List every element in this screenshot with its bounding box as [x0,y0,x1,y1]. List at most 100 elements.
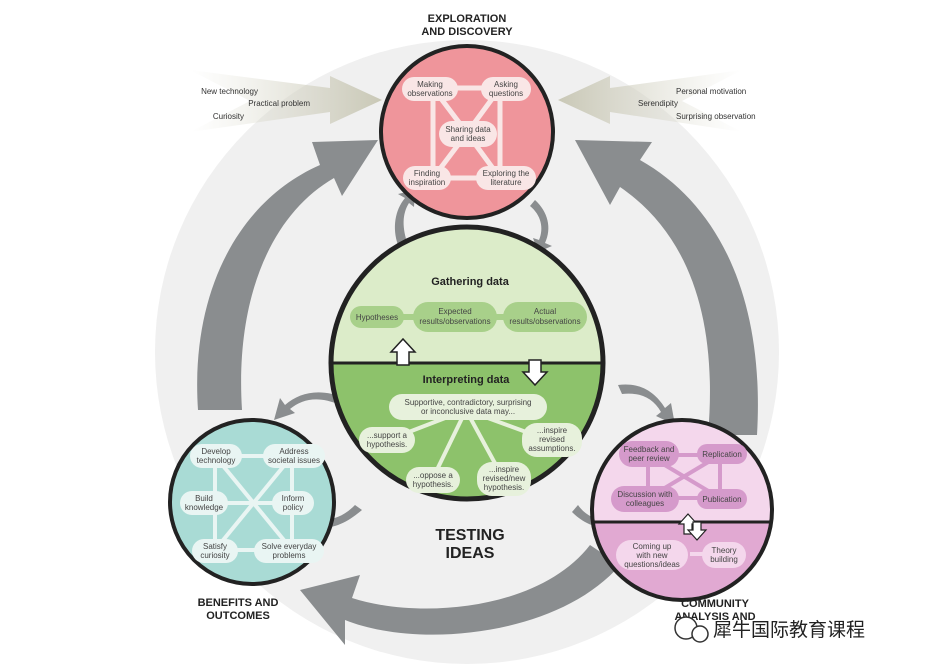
node-data-may-l1: Supportive, contradictory, surprising [404,398,531,407]
node-expected-l2: results/observations [419,317,490,326]
node-data-may-l2: or inconclusive data may... [421,407,515,416]
node-solve-l2: problems [273,551,306,560]
node-making-l2: observations [407,89,452,98]
node-satisfy-curiosity [192,539,238,563]
node-replication [697,444,747,464]
node-actual-l1: Actual [534,307,556,316]
node-making-observations [402,77,458,101]
incoming-arrow-right [558,70,742,132]
node-build-l1: Build [195,494,213,503]
exploration-title-line2: AND DISCOVERY [421,26,513,38]
node-address-l2: societal issues [268,456,320,465]
node-coming-l1: Coming up [633,542,672,551]
node-expected-l1: Expected [438,307,471,316]
node-feedback-l2: peer review [628,454,670,463]
chat-bubble-small-icon [691,625,709,643]
node-address-societal [263,444,325,468]
input-new-technology: New technology [201,87,258,96]
up-arrow-icon [389,337,417,366]
node-inform-l2: policy [283,503,303,512]
arrow-benefits-to-exploration [197,140,378,410]
node-coming-l2: with new [635,551,667,560]
node-theory-building [702,542,746,568]
input-personal-motivation: Personal motivation [676,87,746,96]
node-finding-l2: inspiration [409,178,445,187]
node-feedback-l1: Feedback and [624,445,675,454]
arrow-community-to-exploration [575,140,758,435]
node-hypotheses-label: Hypotheses [356,313,398,322]
down-arrow-icon [521,359,549,387]
node-revised-hyp-l1: ...inspire [489,465,520,474]
input-surprising-observation: Surprising observation [676,112,756,121]
node-oppose-l1: ...oppose a [413,471,453,480]
node-solve-l1: Solve everyday [262,542,317,551]
benefits-title-line1: BENEFITS AND [198,597,279,609]
testing-title-line1: TESTING [435,527,504,544]
community-title-line1: COMMUNITY [681,598,749,610]
node-theory-l2: building [710,555,738,564]
node-support-l2: hypothesis. [367,440,407,449]
arrow-benefits-to-center [274,392,345,420]
node-finding-inspiration [403,166,451,190]
gathering-title: Gathering data [431,276,510,288]
node-revised-assump-l3: assumptions. [528,444,575,453]
node-revised-hyp-l2: revised/new [483,474,526,483]
node-inform-l1: Inform [282,494,305,503]
node-finding-l1: Finding [414,169,440,178]
node-revised-hypothesis [477,462,531,496]
node-develop-technology [190,444,242,468]
node-support-l1: ...support a [367,431,408,440]
input-practical-problem: Practical problem [248,99,310,108]
node-revised-assump-l1: ...inspire [537,426,568,435]
node-develop-l2: technology [197,456,236,465]
incoming-arrow-left [190,70,382,132]
arrow-community-to-benefits [300,545,620,645]
node-discussion-l1: Discussion with [617,490,672,499]
node-address-l1: Address [279,447,308,456]
node-revised-hyp-l3: hypothesis. [484,483,524,492]
node-feedback-peer-review [619,441,679,467]
community-title-line2: ANALYSIS AND [674,611,755,623]
node-exploring-literature [476,166,536,190]
arrow-center-to-exploration [394,190,415,245]
node-publication-label: Publication [702,495,741,504]
node-support-hypothesis [359,427,415,453]
node-develop-l1: Develop [201,447,231,456]
node-oppose-l2: hypothesis. [413,480,453,489]
node-hypotheses [350,306,404,328]
input-serendipity: Serendipity [638,99,678,108]
node-expected-results [413,302,497,332]
benefits-circle: Develop technology Address societal issu… [168,418,336,586]
node-sharing-l1: Sharing data [445,125,491,134]
node-actual-l2: results/observations [509,317,580,326]
node-asking-questions [481,77,531,101]
node-solve-problems [254,539,324,563]
node-revised-assump-l2: revised [539,435,565,444]
node-build-knowledge [180,491,228,515]
node-actual-results [503,302,587,332]
node-inform-policy [272,491,314,515]
node-asking-l2: questions [489,89,523,98]
node-coming-up-questions [616,540,688,570]
exploration-circle: Making observations Asking questions Sha… [379,44,555,220]
node-oppose-hypothesis [406,467,460,493]
node-data-may [389,394,547,420]
node-satisfy-l2: curiosity [200,551,229,560]
node-making-l1: Making [417,80,443,89]
exploration-title-line1: EXPLORATION [428,13,507,25]
node-satisfy-l1: Satisfy [203,542,227,551]
arrow-exploration-to-center [530,200,552,252]
node-sharing-l2: and ideas [451,134,486,143]
node-discussion-l2: colleagues [626,499,664,508]
node-asking-l1: Asking [494,80,518,89]
interpreting-title: Interpreting data [423,374,511,386]
node-build-l2: knowledge [185,503,224,512]
node-coming-l3: questions/ideas [624,560,680,569]
testing-title-line2: IDEAS [446,545,495,562]
node-replication-label: Replication [702,450,742,459]
node-literature-l2: literature [490,178,522,187]
node-publication [697,489,747,509]
arrow-community-to-center [618,384,675,425]
